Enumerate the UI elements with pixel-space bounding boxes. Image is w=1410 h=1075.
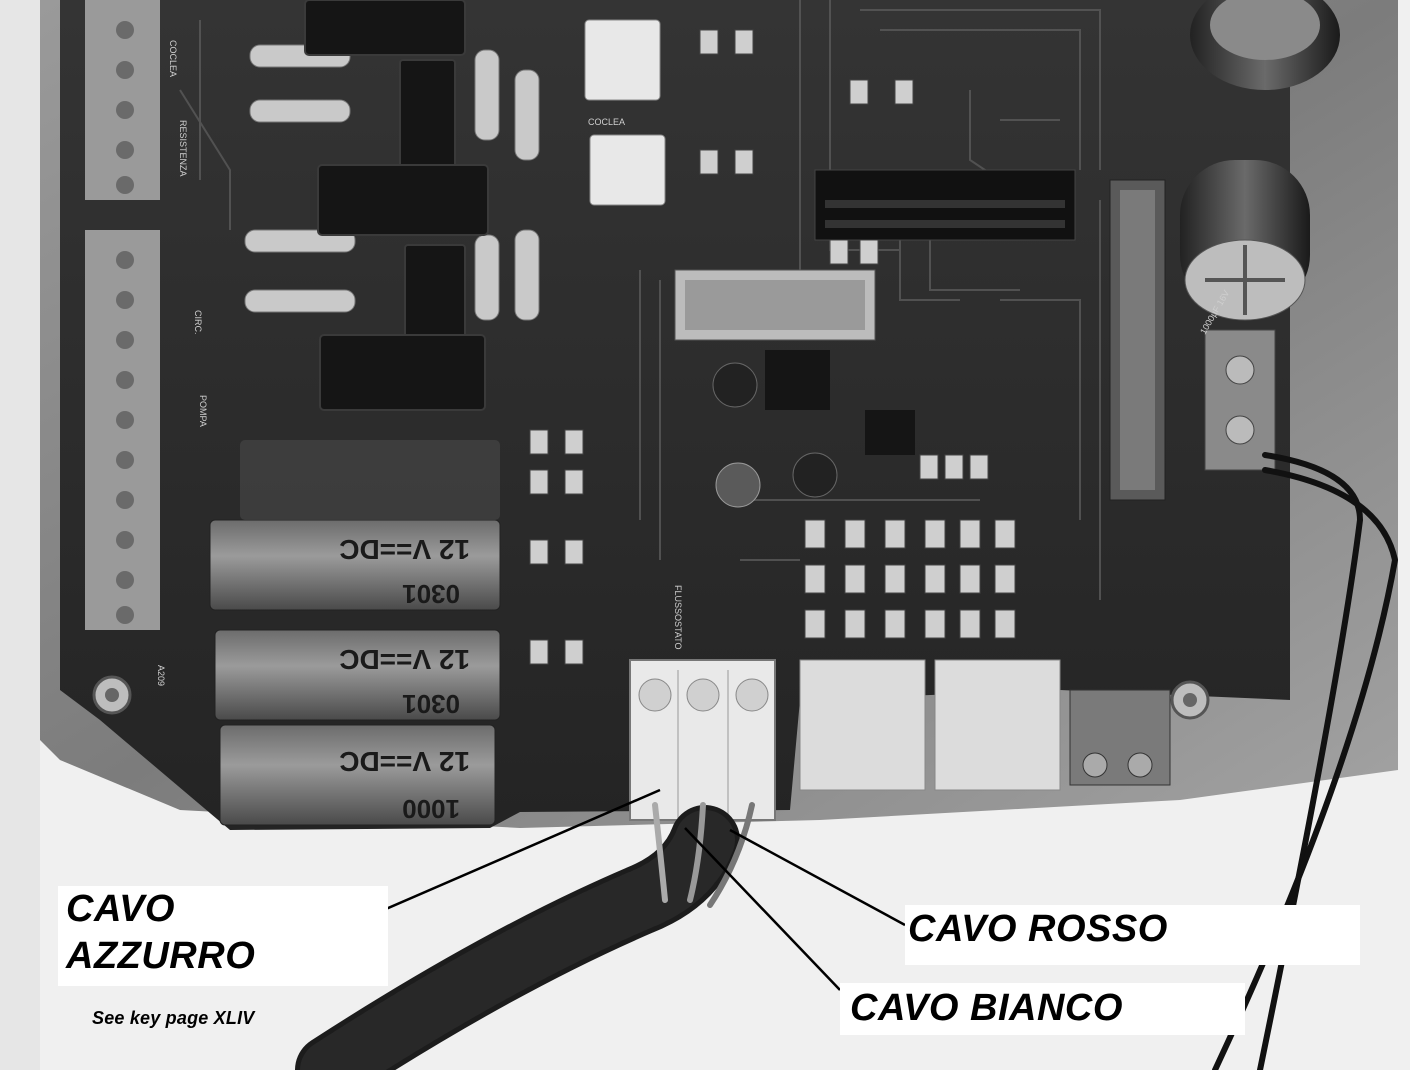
callout-azzurro-line2: AZZURRO <box>66 935 256 977</box>
callout-azzurro-box <box>58 886 388 986</box>
relay-code-2: 0301 <box>402 689 460 719</box>
silk-board-id: A209 <box>156 665 166 686</box>
relay-code-3: 1000 <box>402 794 460 824</box>
silk-coclea-2: COCLEA <box>588 117 625 127</box>
relay-rating-1: 12 V==DC <box>339 534 470 565</box>
silk-resistenza: RESISTENZA <box>178 120 188 177</box>
silk-circ: CIRC. <box>193 310 203 335</box>
callout-rosso: CAVO ROSSO <box>908 908 1168 950</box>
relay-icon <box>209 440 501 826</box>
callout-rosso-box <box>905 905 1360 965</box>
terminal-block-left <box>85 0 160 630</box>
callout-bianco-box <box>840 983 1245 1035</box>
callout-bianco: CAVO BIANCO <box>850 987 1123 1029</box>
callout-azzurro-line1: CAVO <box>66 888 175 930</box>
silk-coclea: COCLEA <box>168 40 178 77</box>
silk-flussostato: FLUSSOSTATO <box>673 585 683 650</box>
capacitor-icon <box>1180 0 1340 321</box>
silk-pompa: POMPA <box>198 395 208 427</box>
relay-rating-3: 12 V==DC <box>339 746 470 777</box>
footnote-key-reference: See key page XLIV <box>92 1008 255 1028</box>
wire-terminal-block <box>629 659 776 821</box>
relay-rating-2: 12 V==DC <box>339 644 470 675</box>
relay-code-1: 0301 <box>402 579 460 609</box>
mounting-screw-icon <box>92 675 1210 720</box>
